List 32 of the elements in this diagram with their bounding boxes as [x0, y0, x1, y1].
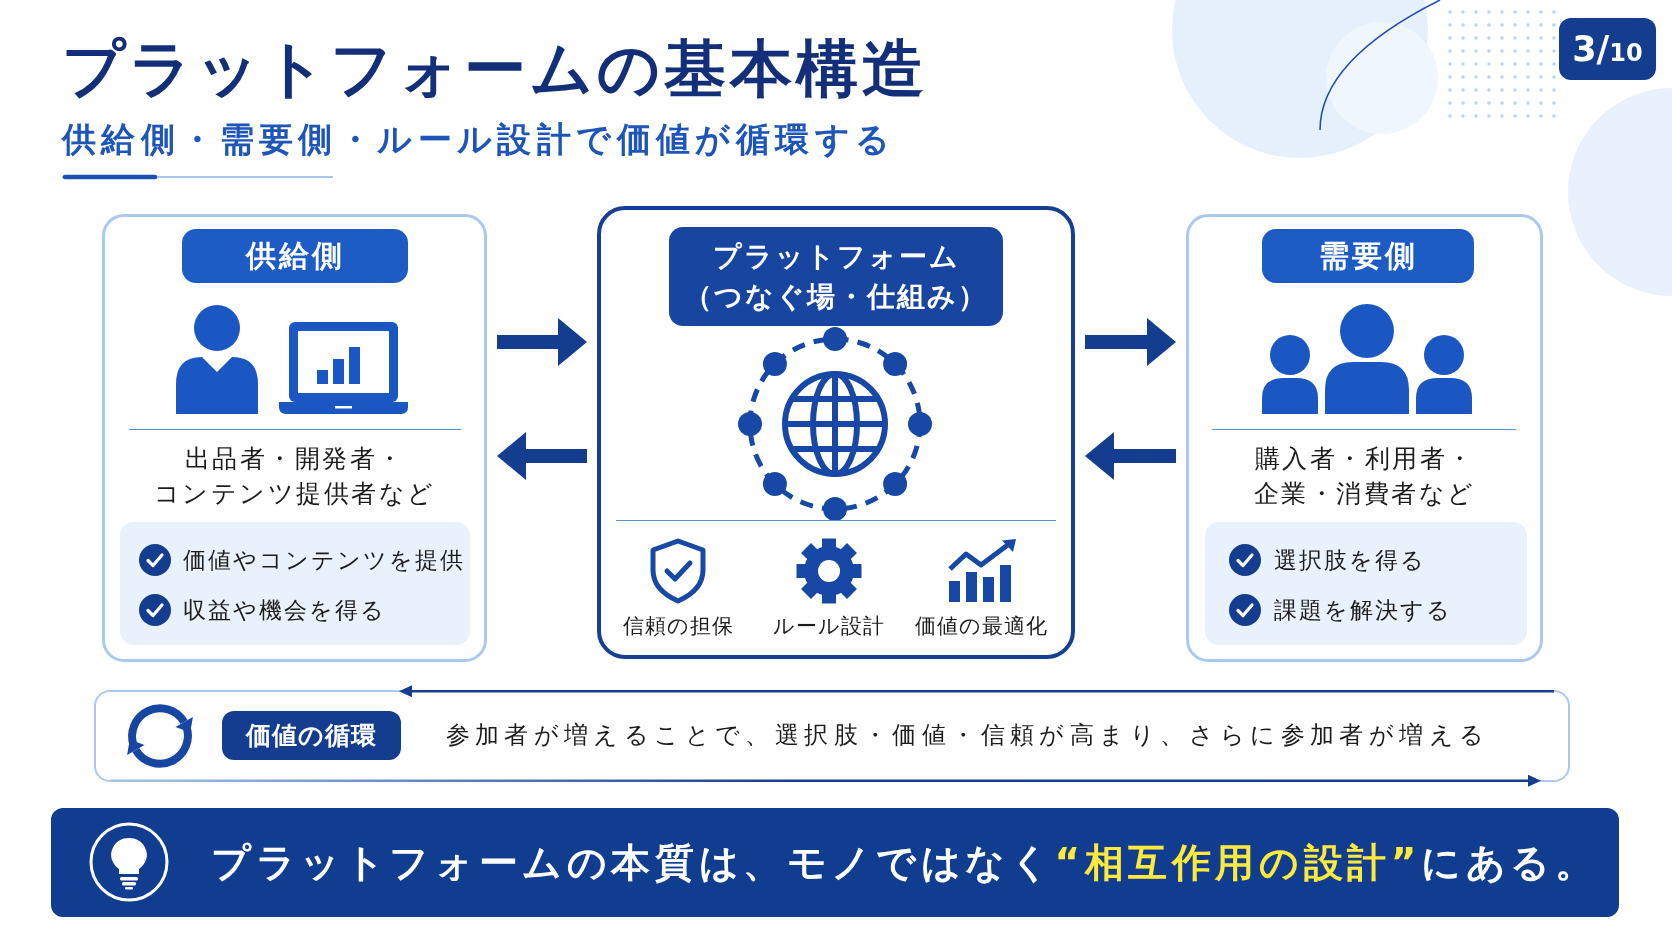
page-number: 3/10	[1559, 18, 1656, 80]
flow-arrow	[497, 432, 587, 480]
icon-caption: 信頼の担保	[622, 613, 734, 640]
heading-text: 価値の循環	[245, 719, 377, 752]
role-description: 購入者・利用者・企業・消費者など	[1252, 442, 1477, 510]
heading-text: 供給側	[245, 237, 345, 275]
demand-card	[1186, 214, 1543, 662]
checklist-item: 収益や機会を得る	[183, 596, 386, 625]
slide-title: プラットフォームの基本構造	[62, 31, 928, 107]
platform-card	[597, 206, 1075, 659]
checklist-item: 選択肢を得る	[1274, 546, 1426, 575]
checklist-panel	[1205, 522, 1527, 645]
icon-caption: 価値の最適化	[914, 613, 1048, 640]
heading-text: プラットフォーム（つなぐ場・仕組み）	[683, 238, 989, 315]
heading-text: 需要側	[1318, 237, 1418, 275]
heading-pill	[221, 711, 401, 760]
key-message-bar	[51, 808, 1619, 917]
heading-pill	[1262, 229, 1474, 283]
slide-subtitle: 供給側・需要側・ルール設計で価値が循環する	[62, 118, 896, 161]
flow-arrow	[497, 318, 587, 366]
role-description: 出品者・開発者・コンテンツ提供者など	[152, 442, 437, 510]
flow-arrow	[1085, 432, 1176, 480]
icon-caption: ルール設計	[773, 613, 885, 640]
flow-arrow	[1085, 318, 1176, 366]
supplier-card	[102, 214, 487, 662]
key-message: プラットフォームの本質は、モノではなく“相互作用の設計”にある。	[211, 839, 1599, 887]
cycle-description: 参加者が増えることで、選択肢・価値・信頼が高まり、さらに参加者が増える	[445, 720, 1490, 751]
checklist-item: 課題を解決する	[1274, 596, 1452, 625]
checklist-item: 価値やコンテンツを提供	[183, 546, 465, 575]
heading-pill	[669, 227, 1003, 326]
heading-pill	[182, 229, 408, 283]
checklist-panel	[120, 522, 470, 645]
